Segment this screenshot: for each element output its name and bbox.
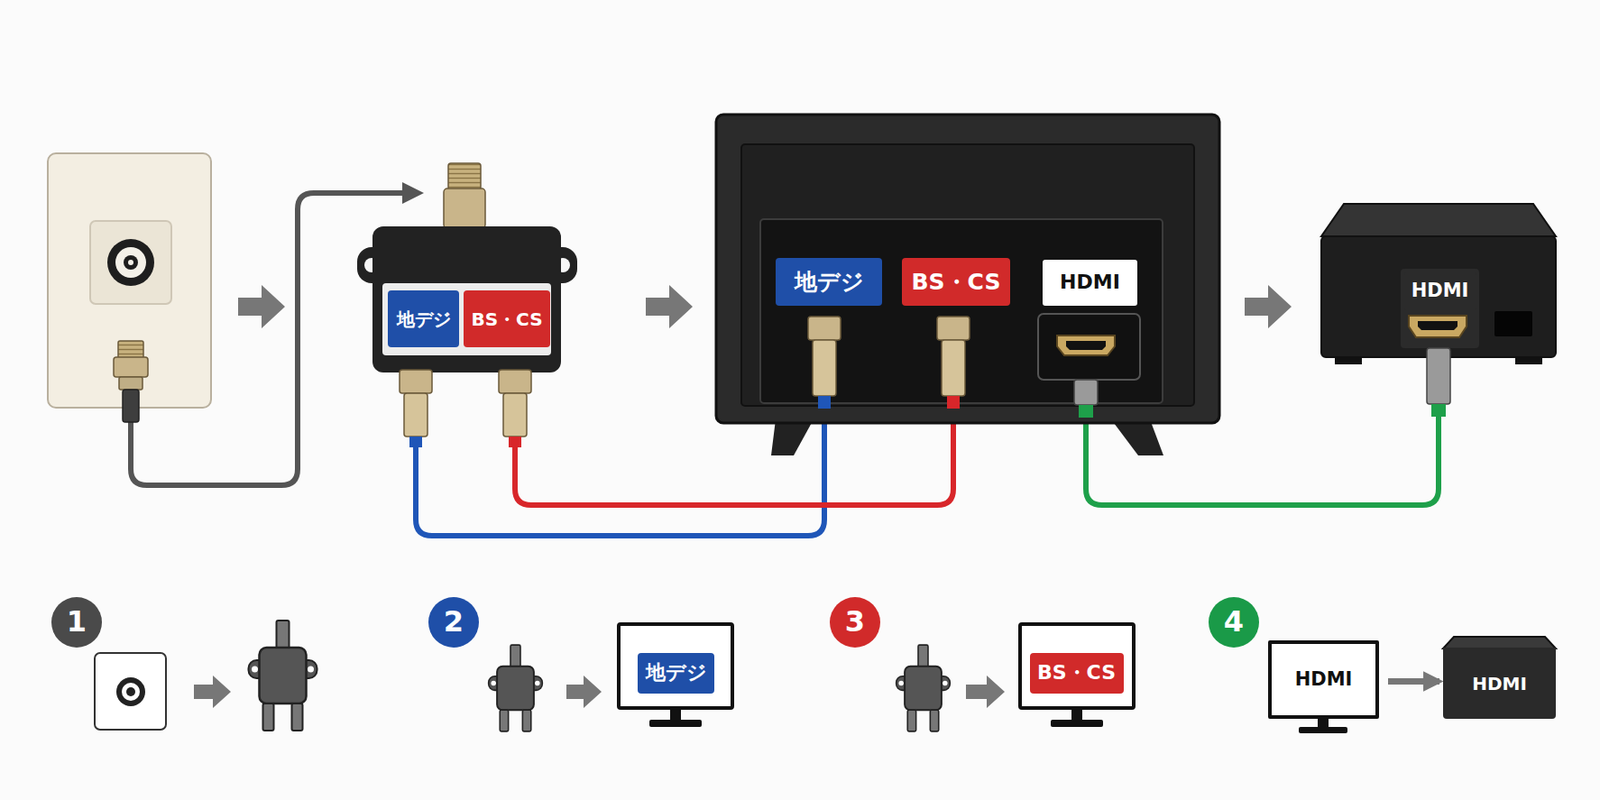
callout-number: 1 xyxy=(51,597,102,648)
node-text: 4 xyxy=(1223,606,1244,638)
node-text: 2 xyxy=(443,606,464,638)
monitor-icon: HDMI xyxy=(1268,640,1380,719)
feed-arrowhead xyxy=(402,182,424,204)
node-text: HDMI xyxy=(1295,669,1353,690)
node-text: 地デジ xyxy=(645,662,708,684)
box-icon: HDMI xyxy=(1443,647,1556,719)
step-arrow xyxy=(1388,678,1440,685)
monitor-label: BS・CS xyxy=(1029,652,1124,694)
node-text: 1 xyxy=(66,606,87,638)
feed-cable xyxy=(130,193,405,486)
step-1-icons xyxy=(94,620,318,731)
television xyxy=(716,114,1220,456)
recorder-box xyxy=(1321,203,1556,417)
node-text: 3 xyxy=(845,606,865,638)
splitter xyxy=(357,163,578,448)
flow-arrow xyxy=(1244,285,1292,329)
node-text: 地デジ xyxy=(396,309,451,330)
node-text: BS・CS xyxy=(911,269,1002,295)
node-text: HDMI xyxy=(1059,271,1121,294)
node-text: BS・CS xyxy=(470,309,543,330)
step-3-icons xyxy=(896,624,1134,732)
tv-port-label: HDMI xyxy=(1042,259,1138,306)
callout-number: 4 xyxy=(1208,597,1260,648)
wall-outlet xyxy=(47,153,212,408)
tv-port-label: BS・CS xyxy=(901,257,1011,306)
tv-port-label: 地デジ xyxy=(775,257,883,306)
flow-arrow xyxy=(238,285,286,329)
node-text: HDMI xyxy=(1411,280,1470,302)
callout-number: 2 xyxy=(428,597,479,648)
node-text: BS・CS xyxy=(1037,662,1116,684)
splitter-port-label: 地デジ xyxy=(387,290,460,348)
wall-plug xyxy=(113,340,148,423)
node-text: HDMI xyxy=(1471,673,1527,694)
box-port-label: HDMI xyxy=(1404,272,1477,311)
step-2-icons xyxy=(488,624,733,732)
monitor-label: 地デジ xyxy=(637,652,715,694)
splitter-port-label: BS・CS xyxy=(463,290,551,348)
callout-number: 3 xyxy=(829,597,881,648)
node-text: 地デジ xyxy=(794,269,865,295)
flow-arrow xyxy=(645,285,693,329)
